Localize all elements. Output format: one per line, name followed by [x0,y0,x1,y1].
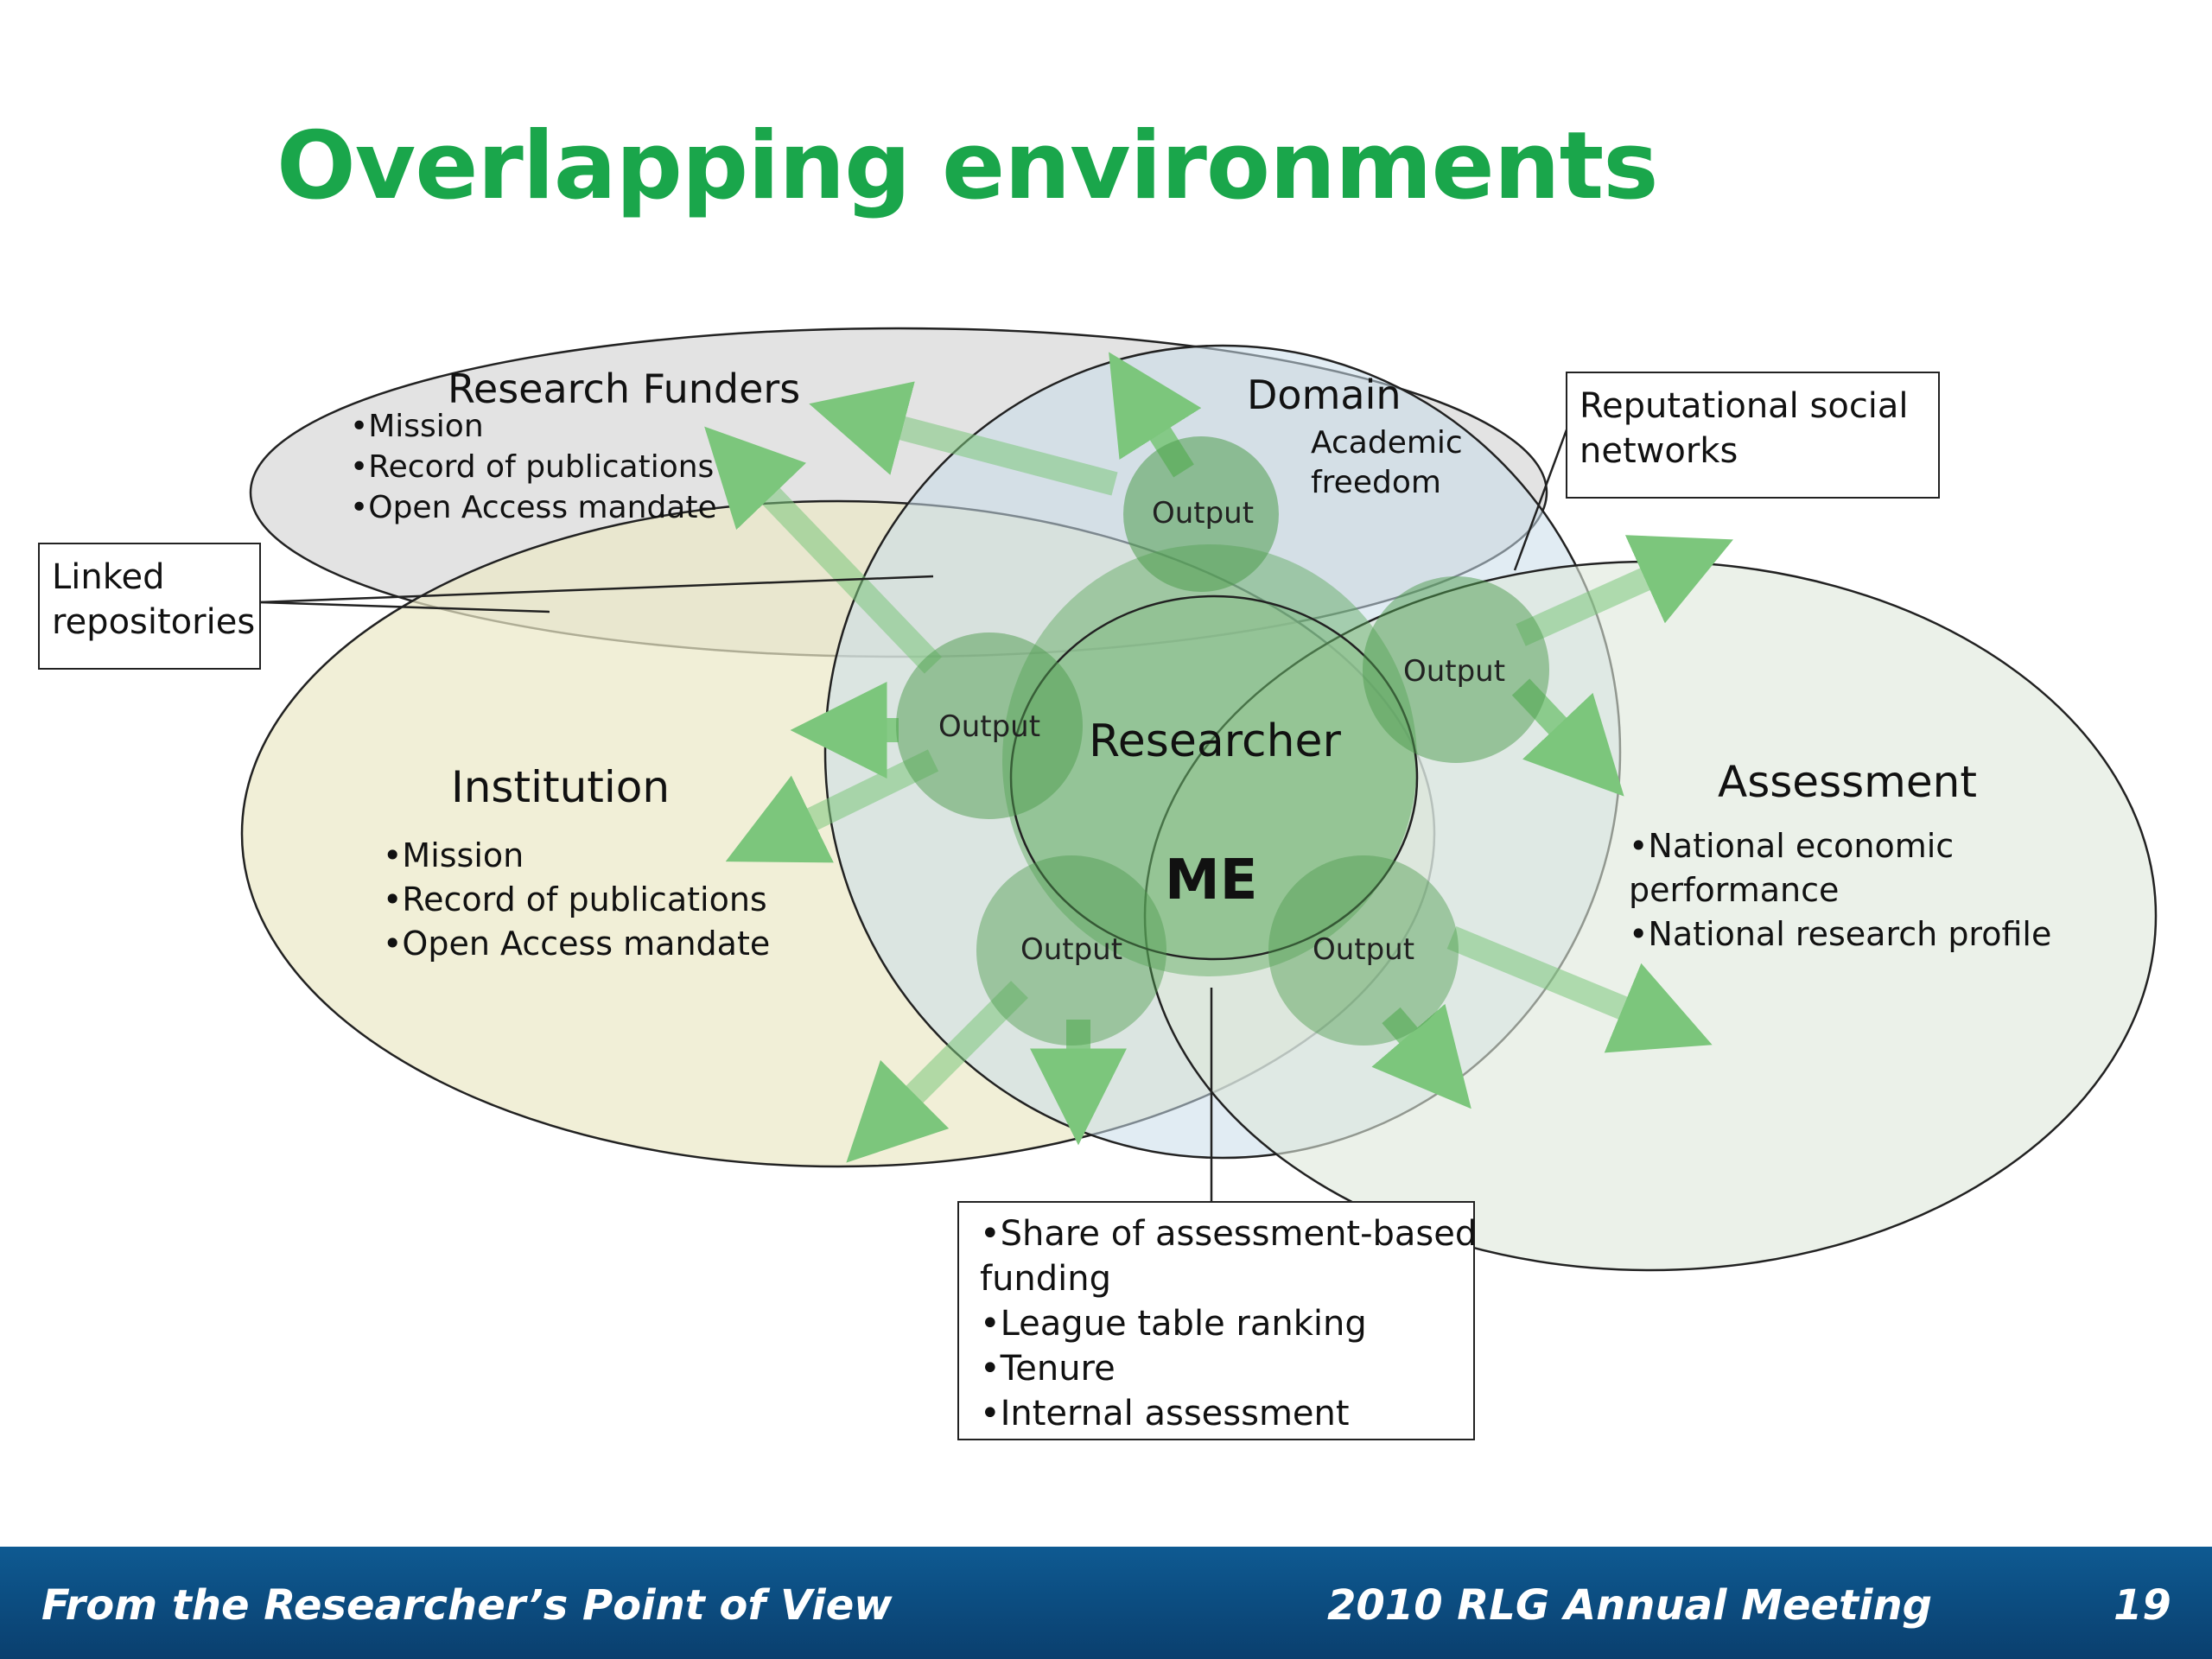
institution-item-3: •Open Access mandate [383,925,770,963]
reputational-line-2: networks [1580,431,1738,471]
research-funders-heading: Research Funders [448,365,800,412]
output-label-right: Output [1403,654,1505,689]
assessment-item-2: performance [1629,871,1839,909]
institution-heading: Institution [451,762,670,812]
reputational-line-1: Reputational social [1580,386,1909,426]
research-funders-item-1: •Mission [350,409,484,444]
output-circle-right [1363,576,1549,763]
arrow-to-funders [809,381,1118,496]
arrow-to-funders-left [704,426,943,674]
research-funders-item-2: •Record of publications [350,449,714,485]
output-circle-top [1123,436,1279,592]
output-circle-bottom-left [976,855,1166,1046]
output-circle-bottom-right [1268,855,1459,1046]
output-label-bottom-right: Output [1313,932,1414,967]
footer-page-number: 19 [2113,1581,2171,1630]
linked-line-1: Linked [52,557,165,597]
domain-heading: Domain [1247,372,1402,418]
output-label-left: Output [938,709,1040,744]
institution-item-1: •Mission [383,836,524,874]
assessment-item-1: •National economic [1629,827,1954,865]
bottom-line-3: •League table ranking [980,1304,1367,1344]
domain-sub-2: freedom [1311,465,1441,500]
output-label-bottom-left: Output [1020,932,1122,967]
assessment-item-3: •National research profile [1629,915,2051,953]
output-circle-left [896,632,1083,819]
footer-bar: From the Researcher’s Point of View 2010… [0,1547,2212,1659]
linked-line-2: repositories [52,602,256,642]
researcher-me: ME [1165,849,1257,912]
assessment-funding-callout: •Share of assessment-based funding •Leag… [957,1201,1478,1440]
footer-event-text: 2010 RLG Annual Meeting [1327,1581,1932,1630]
bottom-line-5: •Internal assessment [980,1394,1350,1433]
researcher-circle [1002,544,1417,976]
connector-linked-lower [258,601,550,613]
connector-linked-upper [258,575,934,604]
bottom-line-2: funding [980,1259,1112,1299]
assessment-heading: Assessment [1718,757,1977,807]
institution-item-2: •Record of publications [383,880,767,918]
slide-title: Overlapping environments [276,112,1659,220]
research-funders-item-3: •Open Access mandate [350,490,717,525]
arrow-to-institution-bottom [846,981,1028,1163]
arrow-to-reputational [1516,535,1733,646]
venn-diagram: Output Output Output Output Output Resea… [240,327,2158,1272]
linked-repositories-callout: Linked repositories [38,543,261,670]
connector-reputational [1513,424,1570,571]
footer-left-text: From the Researcher’s Point of View [41,1581,893,1630]
researcher-heading: Researcher [1089,715,1342,767]
reputational-callout: Reputational social networks [1566,372,1940,499]
output-label-top: Output [1152,496,1254,531]
bottom-line-4: •Tenure [980,1349,1116,1389]
arrow-down-right [1371,1003,1471,1109]
domain-sub-1: Academic [1311,425,1463,461]
arrow-to-assessment-bottom [1446,926,1713,1053]
arrow-to-institution-low [725,749,939,863]
bottom-line-1: •Share of assessment-based [980,1214,1478,1254]
